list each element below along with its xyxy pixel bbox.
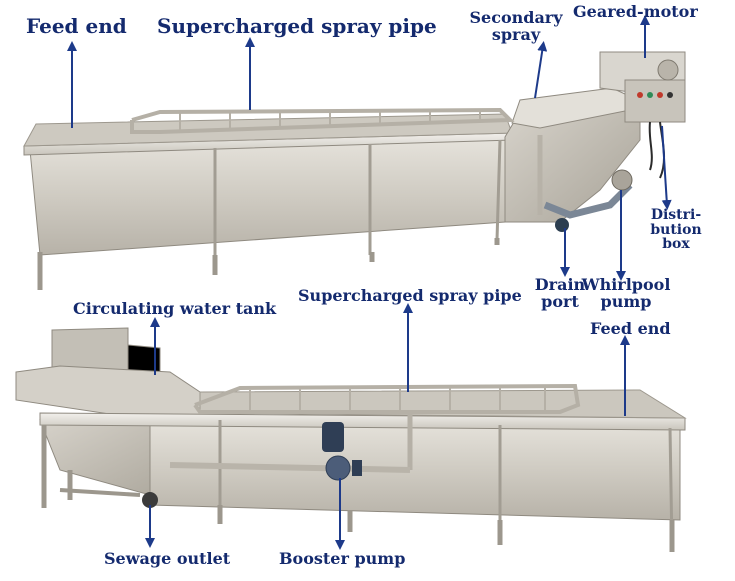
label-distribution-box: Distri- bution box (646, 208, 706, 252)
label-top-spray-pipe: Supercharged spray pipe (157, 14, 437, 38)
label-distribution-box-line1: Distri- (650, 207, 702, 223)
top-tank-body (29, 136, 506, 256)
bottom-washer-machine (15, 327, 687, 552)
label-distribution-box-line3: box (662, 236, 690, 253)
top-control-box (599, 51, 686, 123)
top-washer-machine (23, 51, 686, 290)
label-bottom-feed-end: Feed end (590, 319, 671, 338)
bottom-circulating-tank (51, 327, 161, 375)
label-drain-port-line2: port (541, 291, 579, 311)
label-geared-motor: Geared-motor (573, 2, 698, 21)
top-tank-ribs (213, 139, 502, 260)
label-secondary-spray: Secondary spray (466, 8, 566, 44)
label-distribution-box-line2: bution (650, 221, 702, 238)
bottom-sewage-outlet (59, 488, 158, 508)
label-top-feed-end: Feed end (26, 14, 127, 38)
bottom-spray-pipe (193, 383, 581, 470)
label-secondary-spray-line1: Secondary (469, 8, 563, 27)
label-circulating-tank: Circulating water tank (73, 299, 277, 318)
bottom-booster-pump (169, 422, 411, 481)
label-whirlpool-pump-line2: pump (600, 291, 652, 311)
arrow-secondary-spray (534, 41, 548, 99)
bottom-legs (41, 425, 675, 552)
label-sewage-outlet: Sewage outlet (104, 549, 231, 568)
label-drain-port: Drain port (530, 275, 590, 311)
bottom-conveyor-head (15, 365, 201, 421)
top-legs (37, 238, 500, 290)
label-whirlpool-pump-line1: Whirlpool (581, 275, 671, 294)
label-secondary-spray-line2: spray (491, 24, 541, 44)
top-spray-pipe (130, 107, 515, 134)
bottom-tank-rim (39, 412, 686, 431)
label-booster-pump: Booster pump (279, 549, 406, 568)
bottom-tank-body (149, 419, 681, 521)
annotation-arrows (67, 15, 672, 550)
label-drain-port-line1: Drain (534, 275, 586, 294)
label-bottom-spray-pipe: Supercharged spray pipe (298, 286, 522, 305)
arrow-distribution-box (661, 125, 672, 210)
label-whirlpool-pump: Whirlpool pump (581, 275, 671, 311)
